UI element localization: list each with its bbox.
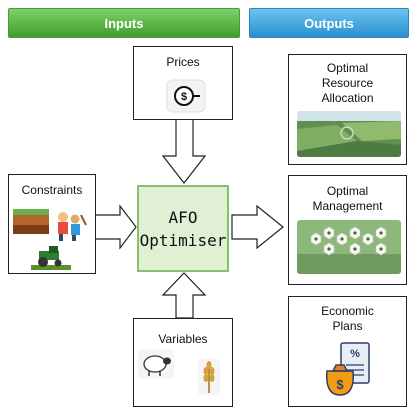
management-line2: Management [312,199,383,213]
afo-optimiser-node: AFO Optimiser [137,185,229,272]
family-icon [58,212,87,241]
inputs-header-label: Inputs [104,15,144,31]
outputs-header-label: Outputs [304,15,354,31]
variables-box: Variables [133,318,233,407]
sheep-icon [138,349,174,379]
economic-plans-box: Economic Plans % $ [288,296,407,407]
optimal-resource-allocation-box: Optimal Resource Allocation [288,54,407,165]
resource-allocation-line1: Optimal [326,61,369,75]
arrow-variables-to-optimiser [161,272,207,319]
prices-label: Prices [166,55,200,69]
prices-box: Prices $ [133,46,233,120]
inputs-header: Inputs [8,8,240,38]
svg-text:%: % [350,348,360,360]
resource-allocation-line3: Allocation [321,91,374,105]
soil-profile-icon [13,209,49,234]
arrow-optimiser-to-outputs [231,204,284,250]
management-line1: Optimal [326,184,369,198]
resource-allocation-line2: Resource [321,76,374,90]
tractor-icon [31,246,71,270]
outputs-header: Outputs [249,8,409,38]
arrow-constraints-to-optimiser [94,204,137,250]
money-bag-document-icon: % $ [326,342,370,396]
dollar-coin-icon: $ [166,79,206,113]
economic-plans-line1: Economic [321,304,374,318]
arrow-prices-to-optimiser [161,118,207,184]
optimiser-title-line1: AFO [168,207,198,227]
farm-aerial-photo [297,111,401,157]
svg-text:$: $ [336,377,344,392]
economic-plans-line2: Plans [332,319,363,333]
management-hexagon-icons [297,220,401,274]
constraints-box: Constraints [8,174,96,274]
wheat-icon [198,359,220,395]
optimal-management-box: Optimal Management [288,175,407,285]
constraints-label: Constraints [21,183,83,197]
variables-label: Variables [158,332,208,346]
optimiser-title-line2: Optimiser [139,230,227,250]
svg-text:$: $ [181,91,187,103]
